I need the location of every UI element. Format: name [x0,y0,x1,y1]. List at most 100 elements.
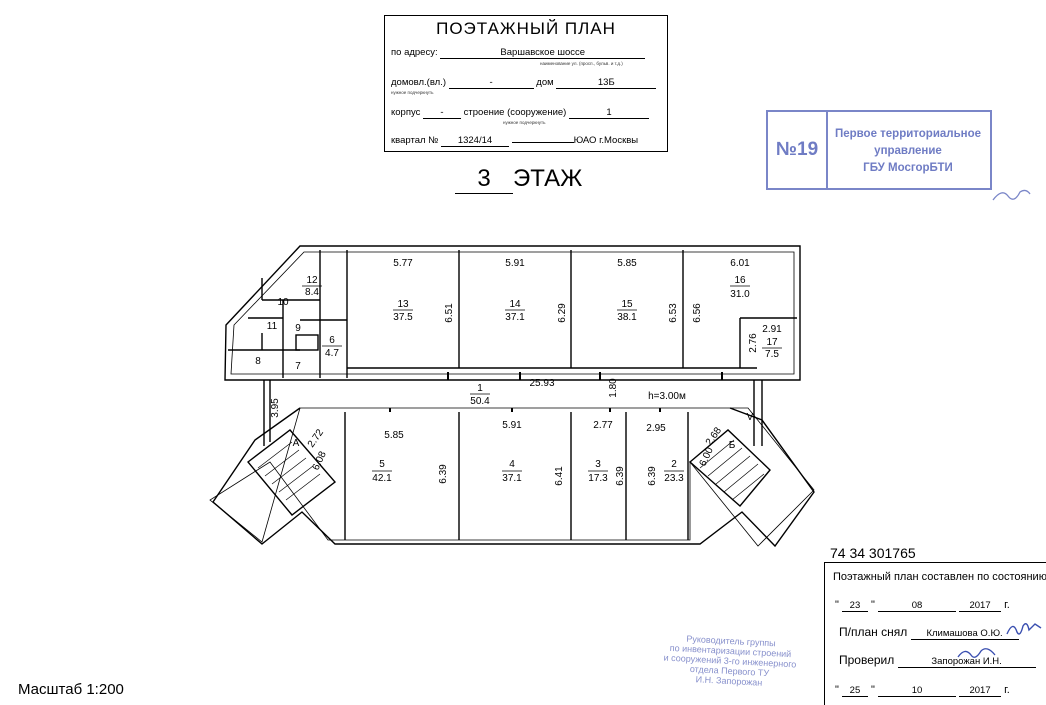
dim-3-height: 6.39 [615,466,626,486]
dim-13-width: 5.77 [393,258,413,269]
address-label: по адресу: [391,47,438,58]
floor-label: ЭТАЖ [513,165,583,192]
info-title: Поэтажный план составлен по состоянию на [833,571,1046,583]
dim-15-width: 5.85 [617,258,637,269]
surveyed-by: Климашова О.Ю. [910,628,1019,640]
dim-17-height: 2.76 [748,333,759,353]
dim-16-width: 6.01 [730,258,750,269]
room-9-number: 9 [295,323,301,334]
floor-plan: 5.77 5.91 5.85 6.01 1 3 37.5 14 37.1 15 3… [209,245,815,548]
date2-month: 10 [878,685,956,697]
dim-2-width: 2.95 [646,423,666,434]
scale-label: Масштаб 1:200 [18,681,124,698]
room-5-area: 42.1 [372,473,392,484]
room-17-area: 7.5 [765,349,779,360]
room-12-number: 12 [306,275,318,286]
date1-row: " 23 " 08 2017 г. [835,599,1010,612]
house-label: домовл.(вл.) [391,77,446,88]
room-6-area: 4.7 [325,348,339,359]
quarter-row: квартал № 1324/14 ЮАО г.Москвы [391,135,638,147]
stamp-line: Первое территориальное [834,128,982,140]
building-hint: нужное подчеркнуть [503,120,546,125]
room-5-number: 5 [379,459,385,470]
stair-b-label: Б [729,440,736,451]
plan-title-box: ПОЭТАЖНЫЙ ПЛАН по адресу: Варшавское шос… [384,15,668,152]
stamp-text: Первое территориальное управление ГБУ Мо… [830,126,986,177]
room-2-number: 2 [671,459,677,470]
checked-by: Запорожан И.Н. [897,656,1036,668]
address-row: по адресу: Варшавское шоссе [391,47,646,59]
dim-corridor: 25.93 [529,378,554,389]
room-1-area: 50.4 [470,396,490,407]
checked-label: Проверил [839,653,895,667]
dim-left-passage: 3.95 [270,398,281,418]
date2-year: 2017 [959,685,1002,697]
room-6-number: 6 [329,335,335,346]
cadastral-number: 74 34 301765 [830,545,916,561]
korpus-value: - [423,107,462,119]
stair-b [688,429,771,508]
room-10-number: 10 [277,297,289,308]
room-15-number: 15 [621,299,633,310]
room-11-number: 11 [267,321,278,332]
dim-corridor-height: 1.80 [608,378,619,398]
dim-2-height: 6.39 [647,466,658,486]
room-14-area: 37.1 [505,312,525,323]
room-7-number: 7 [295,361,301,372]
surveyor-signature [1006,623,1042,635]
mark-v: V [747,412,754,423]
date2-day: 25 [841,685,868,697]
house-hint: нужное подчеркнуть [391,90,434,95]
dim-17-width: 2.91 [762,324,782,335]
dim-4-width: 5.91 [502,420,522,431]
address-hint: наименование ул. (просп., бульв. и т.д.) [540,61,623,66]
dim-16-height: 6.56 [692,303,703,323]
dim-14-width: 5.91 [505,258,525,269]
surveyed-label: П/план снял [839,625,908,639]
district-value: ЮАО г.Москвы [573,135,639,146]
dom-label: дом [536,77,554,88]
dim-15-height: 6.53 [668,303,679,323]
checker-signature [957,648,996,658]
dim-4-height: 6.41 [554,466,565,486]
house-value: - [448,77,534,89]
room-3-number: 3 [595,459,601,470]
dim-5-width: 5.85 [384,430,404,441]
room-4-area: 37.1 [502,473,522,484]
room-3-area: 17.3 [588,473,608,484]
room-14-number: 14 [509,299,521,310]
plan-title: ПОЭТАЖНЫЙ ПЛАН [436,19,616,38]
dim-stair-a-2: 6.08 [311,449,329,472]
date1-suffix: г. [1004,599,1010,611]
room-15-area: 38.1 [617,312,637,323]
date2-row: " 25 " 10 2017 г. [835,684,1010,697]
korpus-label: корпус [391,107,421,118]
info-box: Поэтажный план составлен по состоянию на… [824,562,1046,705]
plan-outer-wall-upper [224,245,801,381]
room-12-area: 8.4 [305,287,319,298]
address-value: Варшавское шоссе [440,47,646,59]
room-13-area: 37.5 [393,312,413,323]
building-value: 1 [568,107,649,119]
checked-row: Проверил Запорожан И.Н. [839,653,1036,668]
surveyed-row: П/план снял Климашова О.Ю. [839,625,1019,640]
room-8-number: 8 [255,356,261,367]
room-4-number: 4 [509,459,515,470]
stamp-number: №19 [768,112,828,188]
ceiling-height: h=3.00м [648,391,686,402]
room-1-number: 1 [477,383,483,394]
room-2-area: 23.3 [664,473,684,484]
dim-3-width: 2.77 [593,420,613,431]
date1-month: 08 [878,600,956,612]
quarter-label: квартал № [391,135,439,146]
quarter-blank [511,142,574,143]
stamp-line: ГБУ МосгорБТИ [863,162,953,174]
dim-13-height: 6.51 [444,303,455,323]
room-17-number: 17 [766,337,778,348]
date2-suffix: г. [1004,684,1010,696]
dim-stair-a-1: 2.72 [306,427,326,450]
date1-day: 23 [841,600,868,612]
room-16-area: 31.0 [730,289,750,300]
room-16-number: 16 [734,275,746,286]
